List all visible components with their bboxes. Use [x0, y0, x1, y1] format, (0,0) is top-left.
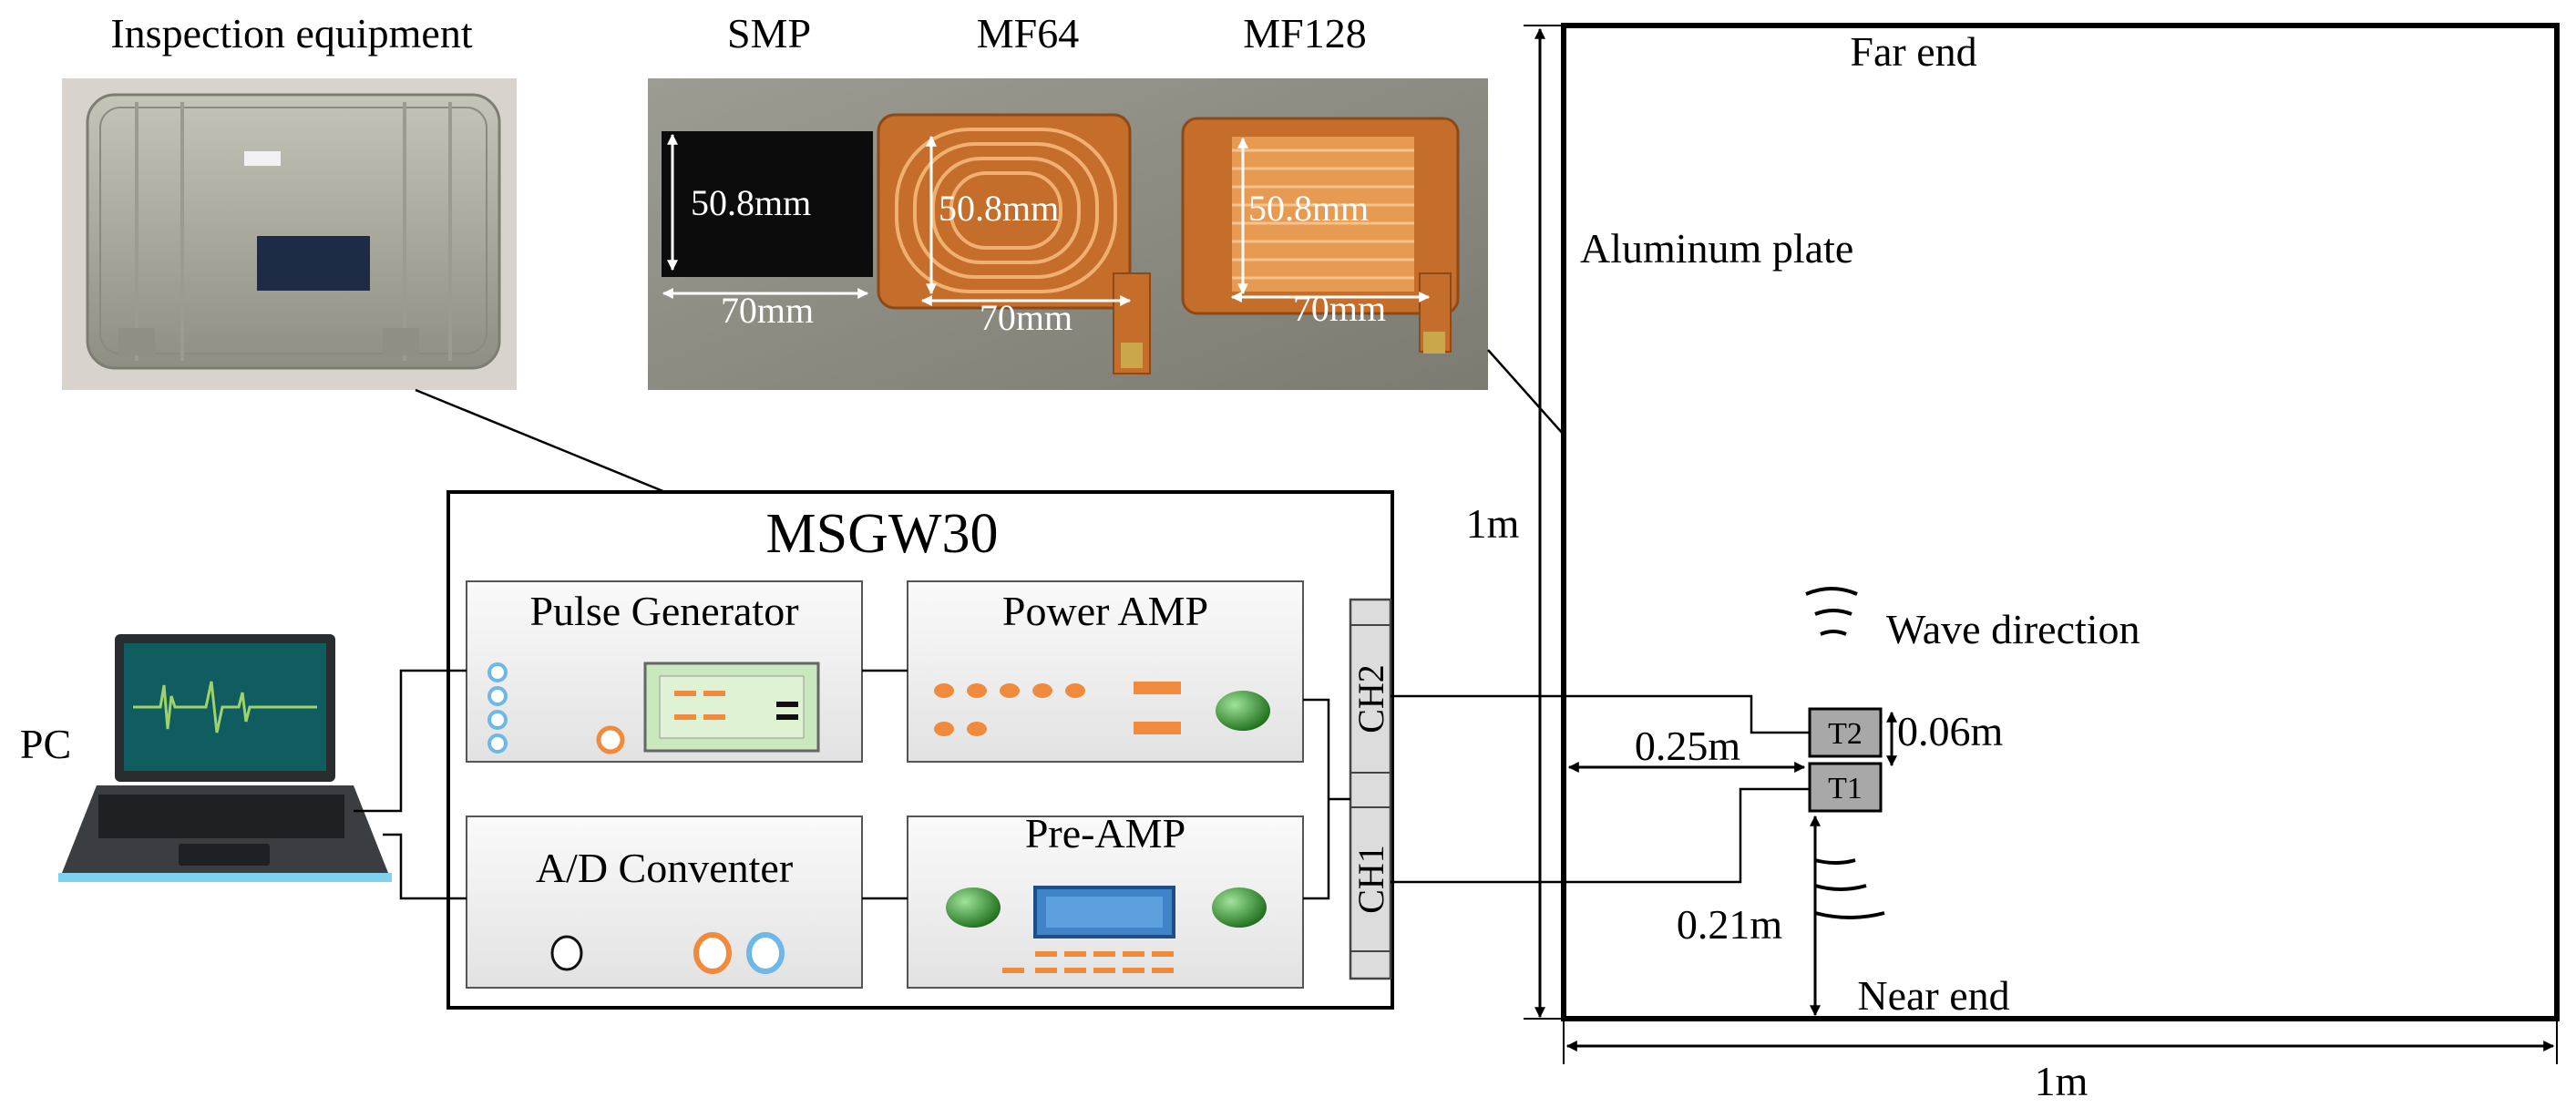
- inspection-equipment-photo: [62, 78, 517, 390]
- aluminum-plate: [1561, 23, 2560, 1021]
- mf64-sensor: [877, 113, 1151, 374]
- pre-amp-label: Pre-AMP: [1025, 810, 1185, 856]
- power-amp-label: Power AMP: [1002, 588, 1208, 634]
- pulse-generator-module: [466, 580, 863, 763]
- mf64-width-label: 70mm: [980, 297, 1072, 338]
- mf128-sensor: [1181, 117, 1460, 354]
- channel-connector: [1349, 598, 1392, 980]
- sensor-name-smp: SMP: [727, 10, 811, 56]
- ch2-label: CH2: [1350, 664, 1391, 733]
- mf128-height-label: 50.8mm: [1248, 188, 1369, 229]
- laptop-icon: [58, 634, 392, 882]
- wave-arcs-upper: [1805, 587, 1858, 636]
- sensor-gap-label: 0.06m: [1897, 708, 2004, 754]
- equipment-caption: Inspection equipment: [110, 10, 473, 56]
- equipment-leader-line: [415, 388, 666, 494]
- sensor-name-mf128: MF128: [1243, 10, 1366, 56]
- t2-label: T2: [1828, 717, 1863, 751]
- pc-wiring: [354, 669, 467, 900]
- power-amp-module: [907, 580, 1304, 763]
- smp-width-label: 70mm: [721, 290, 814, 331]
- sensors-photo: [648, 78, 1488, 390]
- far-end-label: Far end: [1850, 28, 1976, 75]
- pc-label: PC: [20, 721, 71, 767]
- wave-direction-label: Wave direction: [1886, 606, 2140, 652]
- channel-cables: [1391, 694, 1810, 884]
- ad-converter-label: A/D Conventer: [536, 845, 793, 891]
- bottom-offset-label: 0.21m: [1677, 901, 1783, 948]
- t1-label: T1: [1828, 772, 1863, 805]
- plate-height-label: 1m: [1466, 500, 1520, 547]
- pulse-generator-label: Pulse Generator: [529, 588, 798, 634]
- ad-converter-module: [466, 815, 863, 989]
- internal-wiring: [862, 669, 1350, 900]
- mf128-width-label: 70mm: [1293, 288, 1386, 329]
- smp-height-label: 50.8mm: [691, 182, 811, 223]
- left-offset-label: 0.25m: [1635, 723, 1741, 769]
- msgw30-title: MSGW30: [766, 503, 999, 565]
- near-end-label: Near end: [1857, 972, 2009, 1019]
- sensor-name-mf64: MF64: [977, 10, 1079, 56]
- smp-sensor: [662, 131, 873, 277]
- plate-width-label: 1m: [2035, 1058, 2089, 1104]
- transducer-t1: [1808, 762, 1883, 813]
- aluminum-plate-label: Aluminum plate: [1580, 225, 1853, 272]
- pre-amp-module: [907, 815, 1304, 989]
- mf64-height-label: 50.8mm: [939, 188, 1059, 229]
- ch1-label: CH1: [1350, 845, 1391, 914]
